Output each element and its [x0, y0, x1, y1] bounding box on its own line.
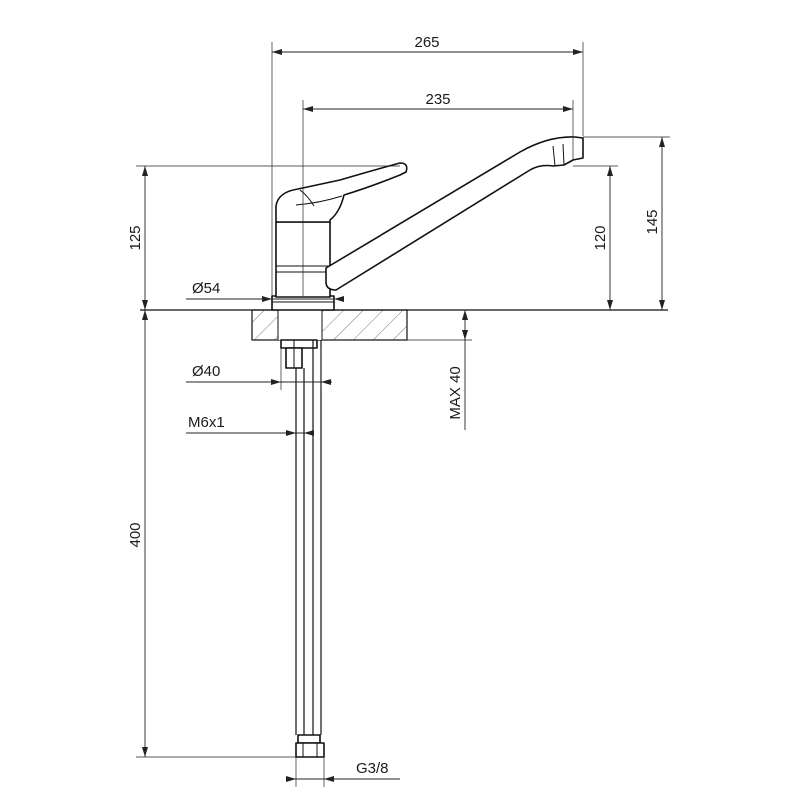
- dim-hose-length: 400: [127, 310, 296, 758]
- label-height-outlet: 120: [592, 225, 609, 250]
- spout: [325, 136, 584, 291]
- label-height-body: 125: [127, 225, 144, 250]
- label-base-diameter: Ø54: [192, 280, 220, 297]
- label-hose-connection: G3/8: [356, 760, 389, 777]
- label-max-thickness: MAX 40: [447, 366, 464, 419]
- lever-handle: [275, 162, 408, 223]
- dim-shank-diameter: Ø40: [186, 348, 332, 390]
- hose-nut: [295, 734, 325, 758]
- dim-base-diameter: Ø54: [186, 280, 344, 302]
- label-height-overall: 145: [644, 209, 661, 234]
- dim-width-spout: 235: [302, 91, 574, 296]
- dim-height-body: 125: [127, 165, 400, 310]
- label-stud-thread: M6x1: [188, 414, 225, 431]
- mounting-shank: [280, 339, 318, 369]
- label-hose-length: 400: [127, 522, 144, 547]
- dim-height-outlet: 120: [573, 165, 618, 310]
- dim-max-thickness: MAX 40: [407, 310, 472, 430]
- label-shank-diameter: Ø40: [192, 363, 220, 380]
- label-width-overall: 265: [414, 34, 439, 51]
- countertop-section: [251, 309, 408, 341]
- dim-stud-thread: M6x1: [186, 414, 314, 436]
- dim-hose-connection: G3/8: [286, 757, 400, 787]
- dim-height-overall: 145: [583, 136, 670, 310]
- base-ring: [271, 295, 335, 311]
- dim-width-overall: 265: [271, 34, 584, 296]
- supply-hose: [295, 340, 322, 735]
- label-width-spout: 235: [425, 91, 450, 108]
